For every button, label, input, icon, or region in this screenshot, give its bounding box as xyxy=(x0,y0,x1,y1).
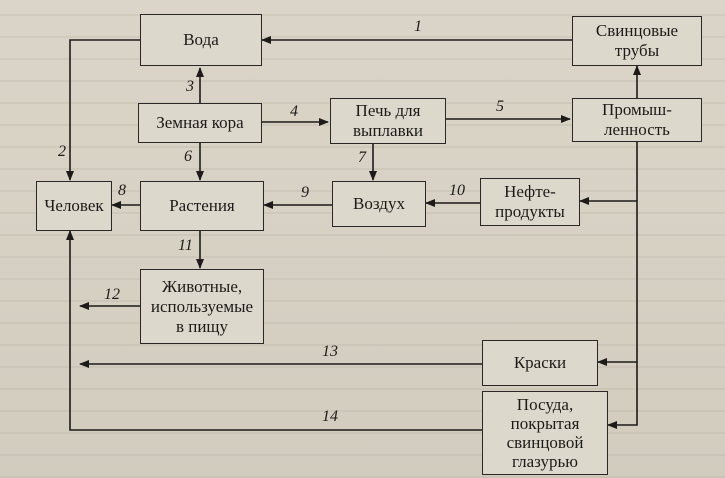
node-zhivotnye: Животные, используемые в пищу xyxy=(140,269,264,344)
edge-label-9: 9 xyxy=(301,184,309,201)
edge-label-5: 5 xyxy=(496,98,504,115)
edge-industry-trunk xyxy=(607,140,638,429)
edge-label-4: 4 xyxy=(290,103,298,120)
node-voda: Вода xyxy=(140,14,262,66)
node-nefteprodukty: Нефте- продукты xyxy=(480,178,580,226)
node-zemnaya-kora: Земная кора xyxy=(138,103,262,143)
edge-label-6: 6 xyxy=(184,148,192,165)
node-chelovek: Человек xyxy=(36,181,112,231)
node-pech: Печь для выплавки xyxy=(330,98,446,144)
edge-label-1: 1 xyxy=(414,18,422,35)
node-kraski: Краски xyxy=(482,340,598,386)
edge-label-7: 7 xyxy=(358,149,366,166)
edge-label-11: 11 xyxy=(178,237,193,254)
node-rasteniya: Растения xyxy=(140,181,264,231)
edge-label-10: 10 xyxy=(449,182,465,199)
edge-label-12: 12 xyxy=(104,286,120,303)
edge-label-13: 13 xyxy=(322,343,338,360)
edge-label-8: 8 xyxy=(118,182,126,199)
node-posuda: Посуда, покрытая свинцовой глазурью xyxy=(482,391,608,475)
edge-label-2: 2 xyxy=(58,143,66,160)
edge-label-3: 3 xyxy=(186,78,194,95)
node-promyshlennost: Промыш- ленность xyxy=(572,98,702,142)
node-svintsovye-truby: Свинцовые трубы xyxy=(572,16,702,66)
edge-label-14: 14 xyxy=(322,408,338,425)
edge-14 xyxy=(66,230,482,431)
edge-2 xyxy=(66,39,140,181)
node-vozdukh: Воздух xyxy=(332,181,426,227)
